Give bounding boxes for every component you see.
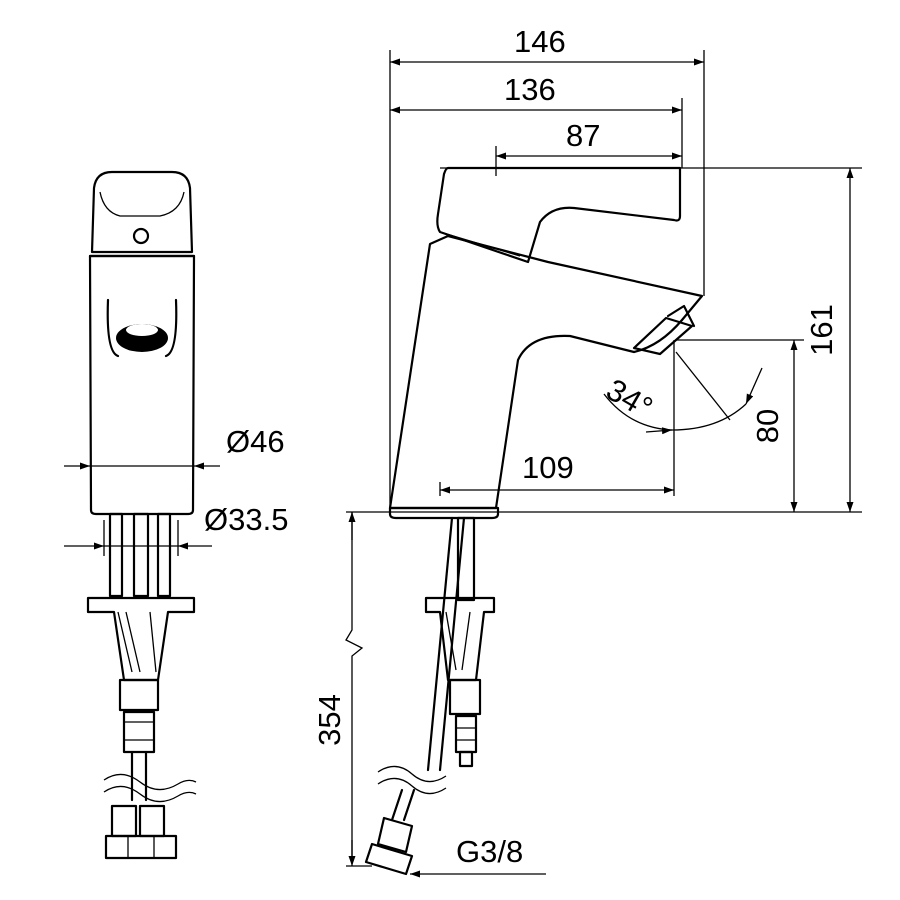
dimension-connection-thread: G3/8 [410, 834, 546, 878]
dimension-spout-projection: 109 [440, 450, 674, 494]
label-hose-length: 354 [312, 694, 347, 746]
label-aerator-angle: 34° [601, 372, 659, 426]
dimension-overall-height: 161 [804, 168, 854, 512]
label-overall-height: 161 [804, 304, 839, 356]
front-body [88, 254, 196, 516]
label-shank-diameter: Ø33.5 [204, 502, 288, 537]
dimension-overall-width: 146 [390, 24, 704, 66]
label-handle-length: 87 [566, 118, 600, 153]
dimension-spout-reach: 136 [390, 72, 682, 114]
dimension-hose-length: 354 [312, 512, 372, 867]
front-lever-cap [90, 170, 194, 254]
front-fixing-bracket [86, 596, 196, 682]
dimension-aerator-angle: 34° [601, 351, 763, 435]
label-overall-width: 146 [514, 24, 566, 59]
dimension-outlet-height: 80 [750, 340, 798, 512]
extension-lines [346, 50, 862, 513]
front-view [86, 170, 197, 860]
side-aerator [632, 316, 694, 356]
label-spout-projection: 109 [522, 450, 574, 485]
label-outlet-height: 80 [750, 409, 785, 443]
label-connection-thread: G3/8 [456, 834, 523, 869]
dimension-base-diameter: Ø46 [64, 424, 285, 470]
dimension-shank-diameter: Ø33.5 [64, 502, 288, 556]
dimension-handle-length: 87 [496, 118, 682, 160]
side-fixing-bracket [424, 596, 496, 682]
side-body [388, 234, 704, 510]
label-base-diameter: Ø46 [226, 424, 285, 459]
side-view [364, 166, 704, 876]
side-connection-nut [364, 842, 414, 876]
label-spout-reach: 136 [504, 72, 556, 107]
front-cap-indicator [132, 227, 150, 245]
side-lever [436, 166, 682, 264]
